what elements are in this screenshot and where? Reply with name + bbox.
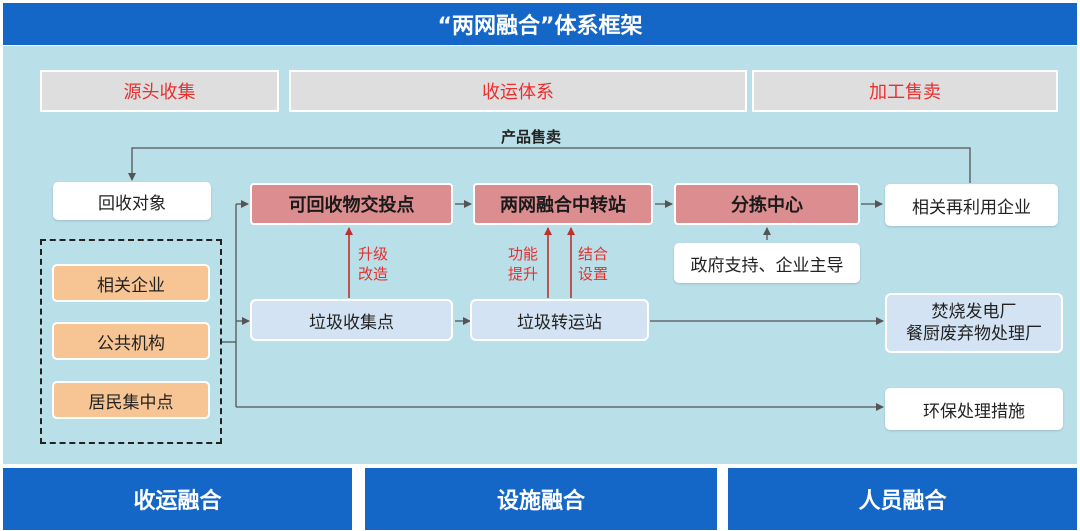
- node-transfer-station: 两网融合中转站: [473, 183, 653, 225]
- recycle-target-box: 回收对象: [53, 182, 211, 220]
- node-garbage-transfer-station: 垃圾转运站: [470, 299, 649, 341]
- combine-label: 结合 设置: [578, 244, 608, 284]
- product-sale-label: 产品售卖: [501, 128, 562, 146]
- incineration-line2: 餐厨废弃物处理厂: [906, 324, 1042, 344]
- tab-personnel-integration: 人员融合: [728, 468, 1077, 530]
- node-public-institutions: 公共机构: [52, 322, 210, 360]
- combine-label-line2: 设置: [578, 265, 609, 283]
- function-label-line1: 功能: [508, 245, 539, 263]
- header-processing-sales: 加工售卖: [752, 70, 1058, 112]
- env-measures-box: 环保处理措施: [885, 388, 1063, 430]
- combine-label-line1: 结合: [578, 245, 609, 263]
- page-title: “两网融合”体系框架: [3, 3, 1077, 45]
- source-group-dashed: [40, 239, 222, 444]
- node-related-enterprises: 相关企业: [52, 264, 210, 302]
- node-recyclables-drop-point: 可回收物交投点: [250, 183, 453, 225]
- upgrade-label: 升级 改造: [358, 244, 388, 284]
- node-garbage-collection-point: 垃圾收集点: [250, 299, 453, 341]
- tab-transport-integration: 收运融合: [3, 468, 352, 530]
- header-transport-system: 收运体系: [289, 70, 747, 112]
- upgrade-label-line1: 升级: [358, 245, 389, 263]
- function-label-line2: 提升: [508, 265, 539, 283]
- gov-support-box: 政府支持、企业主导: [674, 243, 860, 283]
- node-sorting-center: 分拣中心: [674, 183, 860, 225]
- incineration-box: 焚烧发电厂 餐厨废弃物处理厂: [885, 293, 1063, 353]
- header-source-collection: 源头收集: [40, 70, 279, 112]
- upgrade-label-line2: 改造: [358, 265, 389, 283]
- tab-facility-integration: 设施融合: [365, 468, 717, 530]
- reuse-enterprise-box: 相关再利用企业: [885, 184, 1058, 226]
- incineration-line1: 焚烧发电厂: [931, 302, 1017, 322]
- function-label: 功能 提升: [508, 244, 538, 284]
- node-resident-centers: 居民集中点: [52, 381, 210, 419]
